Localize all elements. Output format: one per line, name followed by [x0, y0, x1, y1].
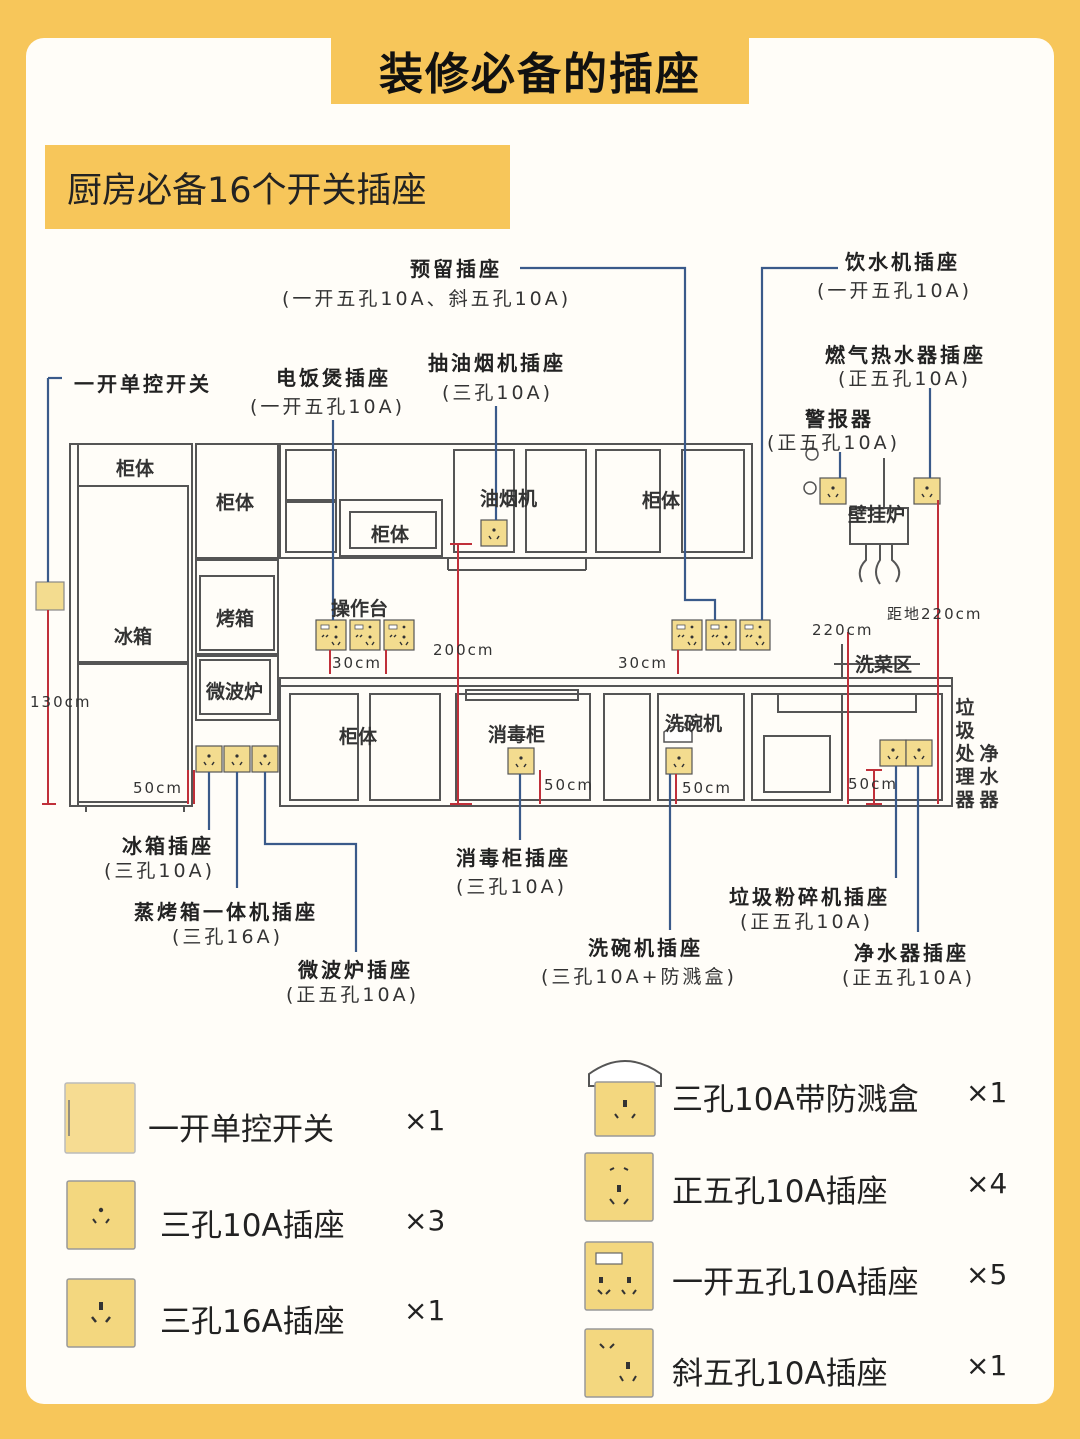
- dishwasher-low-measure: 50cm: [682, 779, 732, 797]
- sterilizer-socket-spec: (三孔10A): [456, 876, 567, 898]
- legend-three-hole-10a-qty: ×3: [404, 1204, 446, 1237]
- range-hood-socket-label: 抽油烟机插座: [428, 351, 566, 375]
- microwave-label: 微波炉: [206, 681, 264, 703]
- sink-height-measure: 220cm: [812, 621, 874, 639]
- reserve-socket-spec: (一开五孔10A、斜五孔10A): [282, 288, 572, 310]
- legend-five-hole-name: 正五孔10A插座: [672, 1174, 888, 1210]
- hood-height-measure: 200cm: [433, 641, 495, 659]
- legend-switch-five-hole-name: 一开五孔10A插座: [672, 1265, 919, 1301]
- base-cabinet-label: 柜体: [339, 726, 378, 748]
- title-banner: 装修必备的插座: [331, 36, 749, 104]
- sterilizer-label: 消毒柜: [488, 724, 546, 746]
- disposer-socket-spec: (正五孔10A): [740, 911, 873, 933]
- water-dispenser-socket-label: 饮水机插座: [845, 250, 960, 274]
- right-cabinet-label: 柜体: [642, 490, 681, 512]
- disposer-socket-label: 垃圾粉碎机插座: [729, 885, 890, 909]
- switch-five-hole-icon: [584, 1241, 654, 1311]
- oven-label: 烤箱: [216, 608, 255, 630]
- boiler-label: 壁挂炉: [848, 504, 906, 526]
- tall-cabinet-label: 柜体: [216, 492, 255, 514]
- upper-cabinet-label: 柜体: [116, 458, 155, 480]
- legend-three-hole-16a-name: 三孔16A插座: [160, 1304, 345, 1340]
- legend-switch-qty: ×1: [404, 1104, 446, 1137]
- purifier-label: 净水器: [979, 743, 999, 811]
- page-subtitle: 厨房必备16个开关插座: [67, 170, 427, 211]
- wall-cabinet-label: 柜体: [371, 524, 410, 546]
- sink-low-measure: 50cm: [848, 775, 898, 793]
- legend-angled-five-hole-name: 斜五孔10A插座: [672, 1356, 888, 1392]
- purifier-socket-spec: (正五孔10A): [842, 967, 975, 989]
- microwave-socket-label: 微波炉插座: [298, 958, 413, 982]
- legend-switch-name: 一开单控开关: [148, 1112, 334, 1148]
- dishwasher-socket-spec: (三孔10A+防溅盒): [541, 966, 737, 988]
- single-switch-label: 一开单控开关: [74, 372, 212, 396]
- legend-three-hole-16a-qty: ×1: [404, 1294, 446, 1327]
- counter-gap-left-measure: 30cm: [332, 654, 382, 672]
- sterilizer-low-measure: 50cm: [544, 776, 594, 794]
- three-hole-10a-icon: [66, 1180, 136, 1250]
- sink-label: 洗菜区: [855, 654, 913, 676]
- fridge-low-measure: 50cm: [133, 779, 183, 797]
- steam-oven-socket-label: 蒸烤箱一体机插座: [134, 900, 318, 924]
- microwave-socket-spec: (正五孔10A): [286, 984, 419, 1006]
- legend-splash-box-qty: ×1: [966, 1076, 1008, 1109]
- dishwasher-label: 洗碗机: [665, 713, 723, 735]
- counter-label: 操作台: [331, 598, 389, 620]
- legend-switch-five-hole-qty: ×5: [966, 1258, 1008, 1291]
- counter-gap-right-measure: 30cm: [618, 654, 668, 672]
- dishwasher-socket-label: 洗碗机插座: [588, 936, 703, 960]
- water-dispenser-socket-spec: (一开五孔10A): [817, 280, 972, 302]
- sterilizer-socket-label: 消毒柜插座: [456, 846, 571, 870]
- gas-heater-socket-spec: (正五孔10A): [838, 368, 971, 390]
- fridge-socket-label: 冰箱插座: [122, 834, 214, 858]
- angled-five-hole-icon: [584, 1328, 654, 1398]
- steam-oven-socket-spec: (三孔16A): [172, 926, 283, 948]
- reserve-socket-label: 预留插座: [410, 257, 502, 281]
- fridge-label: 冰箱: [114, 626, 153, 648]
- purifier-socket-label: 净水器插座: [854, 941, 969, 965]
- alarm-spec: (正五孔10A): [767, 432, 900, 454]
- three-hole-16a-icon: [66, 1278, 136, 1348]
- subtitle-banner: 厨房必备16个开关插座: [45, 145, 510, 229]
- legend-five-hole-qty: ×4: [966, 1167, 1008, 1200]
- switch-icon: [64, 1082, 136, 1154]
- fridge-socket-spec: (三孔10A): [104, 860, 215, 882]
- switch-height-measure: 130cm: [30, 693, 92, 711]
- rice-cooker-socket-spec: (一开五孔10A): [250, 396, 405, 418]
- gas-heater-socket-label: 燃气热水器插座: [825, 343, 986, 367]
- range-hood-socket-spec: (三孔10A): [442, 382, 553, 404]
- legend-splash-box-name: 三孔10A带防溅盒: [672, 1082, 919, 1118]
- rice-cooker-socket-label: 电饭煲插座: [276, 366, 391, 390]
- boiler-height-measure: 距地220cm: [887, 605, 983, 623]
- legend-three-hole-10a-name: 三孔10A插座: [160, 1208, 345, 1244]
- page-title: 装修必备的插座: [379, 49, 701, 100]
- range-hood-label: 油烟机: [480, 488, 538, 510]
- splash-box-icon: [588, 1060, 662, 1137]
- alarm-label: 警报器: [805, 407, 874, 431]
- disposer-label: 垃圾处理器: [955, 697, 975, 811]
- legend-angled-five-hole-qty: ×1: [966, 1349, 1008, 1382]
- five-hole-icon: [584, 1152, 654, 1222]
